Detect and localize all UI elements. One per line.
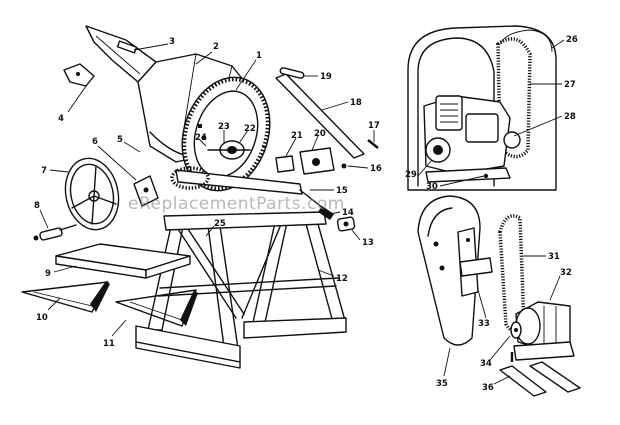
callout-3: 3: [169, 37, 175, 47]
callout-23: 23: [218, 122, 230, 132]
tilt-bar: [275, 73, 365, 159]
tray: [55, 243, 191, 279]
callout-5: 5: [117, 135, 123, 145]
hub-bolts: [198, 124, 206, 140]
brace-center: [241, 221, 283, 319]
callout-29: 29: [405, 170, 417, 180]
bolt-17: [367, 138, 379, 150]
callout-labels: 1 2 3 4 5 6 7 8 9 10 11 12 13 14 15 16 1…: [34, 35, 578, 393]
cover-bracket: [457, 227, 493, 297]
drive-belt-27: [496, 37, 532, 159]
callout-10: 10: [36, 313, 48, 323]
callout-32: 32: [560, 268, 572, 278]
tray-bracket-right: [115, 289, 198, 327]
callout-1: 1: [256, 51, 262, 61]
pulley: [510, 321, 522, 339]
callout-36: 36: [482, 383, 494, 393]
callout-21: 21: [291, 131, 303, 141]
right-leg-front: [249, 217, 289, 337]
bearing-13: [336, 216, 356, 232]
callout-8: 8: [34, 201, 40, 211]
watermark: eReplacementParts.com: [128, 194, 345, 214]
callout-16: 16: [370, 164, 382, 174]
callout-28: 28: [564, 112, 576, 122]
tray-bracket-left: [21, 281, 110, 313]
right-foot-rail: [243, 317, 347, 339]
tray-side: [145, 255, 191, 279]
callout-22: 22: [244, 124, 256, 134]
leader-lines: [39, 39, 565, 385]
callout-35: 35: [436, 379, 448, 389]
brace-25-b: [185, 225, 245, 315]
callout-20: 20: [314, 129, 326, 139]
callout-4: 4: [58, 114, 64, 124]
callout-2: 2: [213, 42, 219, 52]
callout-7: 7: [41, 166, 47, 176]
left-foot-rail-edge: [135, 341, 241, 369]
brace-lower: [159, 277, 339, 289]
latch-handle: [33, 224, 77, 241]
mixer-drum: [85, 25, 271, 192]
callout-27: 27: [564, 80, 576, 90]
stand-frame: [135, 211, 347, 369]
callout-33: 33: [478, 319, 490, 329]
engine-guard: [407, 25, 557, 191]
callout-34: 34: [480, 359, 492, 369]
clip-part: [63, 63, 95, 87]
callout-12: 12: [336, 274, 348, 284]
callout-26: 26: [566, 35, 578, 45]
bearing-block: [275, 147, 347, 175]
callout-17: 17: [368, 121, 380, 131]
callout-30: 30: [426, 182, 438, 192]
callout-24: 24: [195, 133, 207, 143]
pin-19: [279, 67, 305, 79]
pinion-shaft: [170, 166, 334, 220]
callout-14: 14: [342, 208, 354, 218]
callout-19: 19: [320, 72, 332, 82]
motor-rails: [499, 352, 581, 397]
hand-wheel: [64, 157, 120, 231]
wheel-bracket: [133, 175, 159, 207]
callout-13: 13: [362, 238, 374, 248]
callout-31: 31: [548, 252, 560, 262]
engine: [423, 95, 521, 175]
cradle-bar: [163, 211, 327, 231]
brace-25: [175, 225, 237, 319]
callout-18: 18: [350, 98, 362, 108]
callout-15: 15: [336, 186, 348, 196]
electric-motor: [513, 301, 575, 361]
callout-6: 6: [92, 137, 98, 147]
callout-9: 9: [45, 269, 51, 279]
callout-25: 25: [214, 219, 226, 229]
callout-11: 11: [103, 339, 115, 349]
brace-lower-b: [157, 285, 337, 297]
